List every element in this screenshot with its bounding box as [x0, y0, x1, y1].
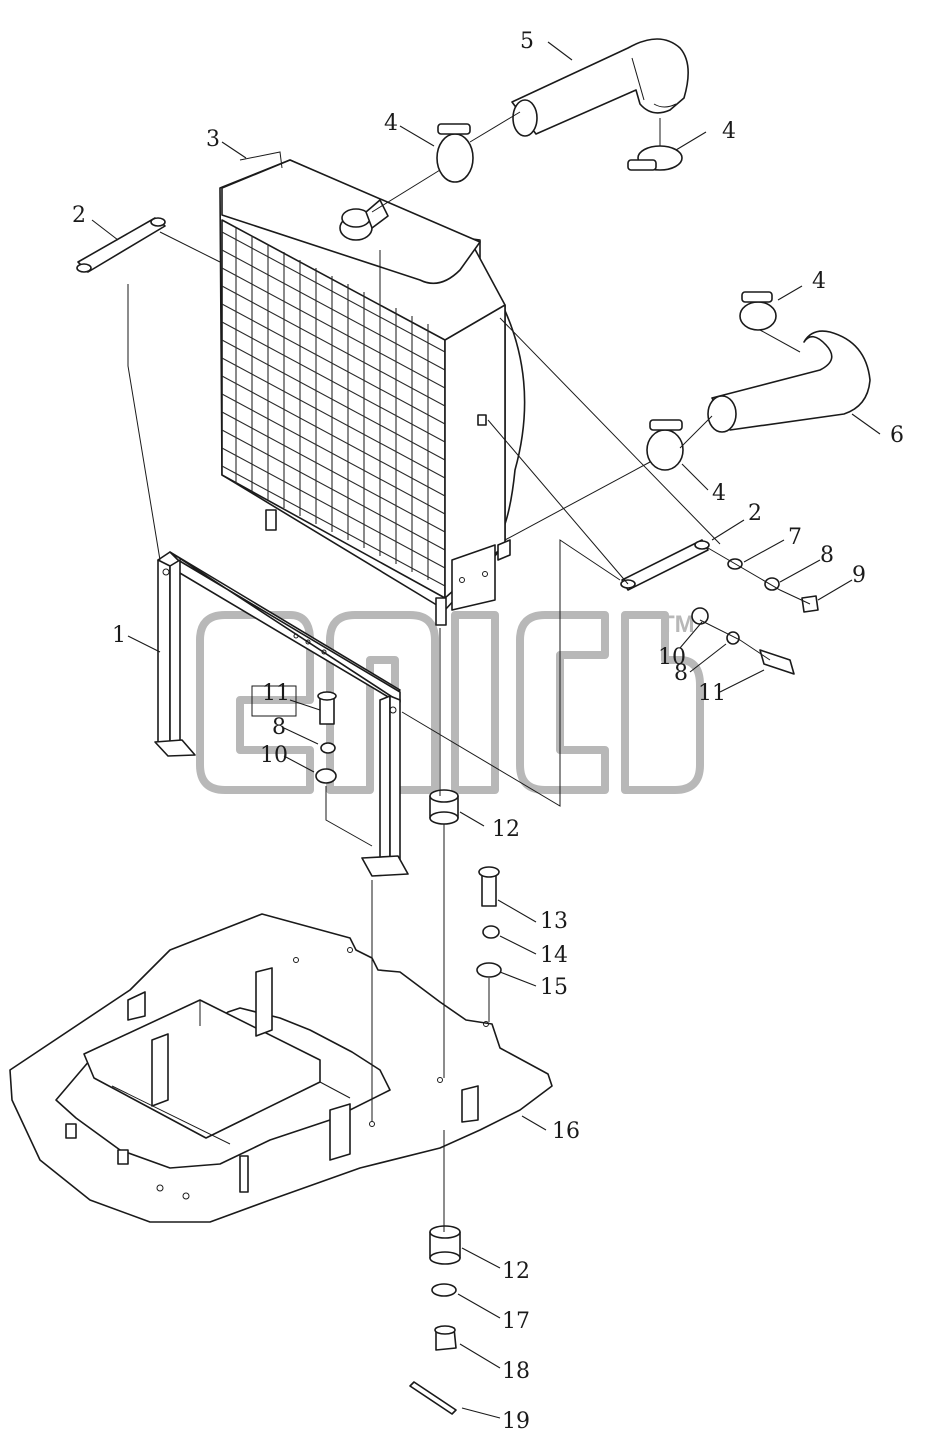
- fasteners-right-group: [691, 558, 819, 675]
- hose-clamp-upper-right: [627, 145, 683, 171]
- callout-9: 9: [852, 563, 866, 588]
- watermark-tm: TM: [660, 611, 695, 638]
- callout-17: 17: [502, 1309, 530, 1334]
- callout-8-right-top: 8: [820, 543, 834, 568]
- callout-12-lower: 12: [502, 1259, 530, 1284]
- callout-18: 18: [502, 1359, 530, 1384]
- callout-11-left: 11: [262, 681, 290, 706]
- callout-3: 3: [206, 127, 220, 152]
- callout-4-b: 4: [722, 119, 736, 144]
- hose-clamp-lower-top: [739, 291, 777, 331]
- callout-box-11-left: [251, 685, 297, 717]
- fasteners-left-group: [315, 691, 337, 784]
- fasteners-center-group: [476, 866, 502, 978]
- watermark-logo: TM: [196, 611, 704, 794]
- callout-2-lower: 2: [748, 501, 762, 526]
- callout-1: 1: [112, 623, 126, 648]
- callout-12-upper: 12: [492, 817, 520, 842]
- callout-14: 14: [540, 943, 568, 968]
- radiator-support-frame: [154, 551, 409, 877]
- callout-10-left: 10: [260, 743, 288, 768]
- hose-clamp-upper-left: [436, 123, 474, 183]
- callout-11-right: 11: [698, 681, 726, 706]
- stay-rod-upper: [76, 217, 166, 273]
- fasteners-lower-group: [409, 1225, 461, 1415]
- base-plate: [9, 913, 553, 1223]
- callout-leaders: [91, 41, 881, 1419]
- callout-16: 16: [552, 1119, 580, 1144]
- callout-4-d: 4: [712, 481, 726, 506]
- rubber-mount-upper: [429, 789, 459, 825]
- assembly-lines: [127, 111, 811, 1232]
- callout-19: 19: [502, 1409, 530, 1434]
- upper-radiator-hose: [511, 38, 689, 137]
- callout-2-upper: 2: [72, 203, 86, 228]
- callout-4-c: 4: [812, 269, 826, 294]
- stay-rod-lower: [620, 539, 710, 591]
- callout-4-a: 4: [384, 111, 398, 136]
- callout-6: 6: [890, 423, 904, 448]
- lower-radiator-hose: [707, 330, 871, 433]
- callout-15: 15: [540, 975, 568, 1000]
- callout-10-right: 10: [658, 645, 686, 670]
- radiator: [219, 151, 526, 626]
- callout-8-right-bottom: 8: [674, 661, 688, 686]
- callout-7: 7: [788, 525, 802, 550]
- callout-13: 13: [540, 909, 568, 934]
- radiator-core-fins: [221, 228, 446, 587]
- callout-5: 5: [520, 29, 534, 54]
- callout-labels: 1 2 2 3 4 4 4 4 5 6 7 8 8 8 9 10 10 11 1…: [72, 29, 904, 1434]
- hose-clamp-lower-bottom: [646, 419, 684, 471]
- callout-8-left: 8: [272, 715, 286, 740]
